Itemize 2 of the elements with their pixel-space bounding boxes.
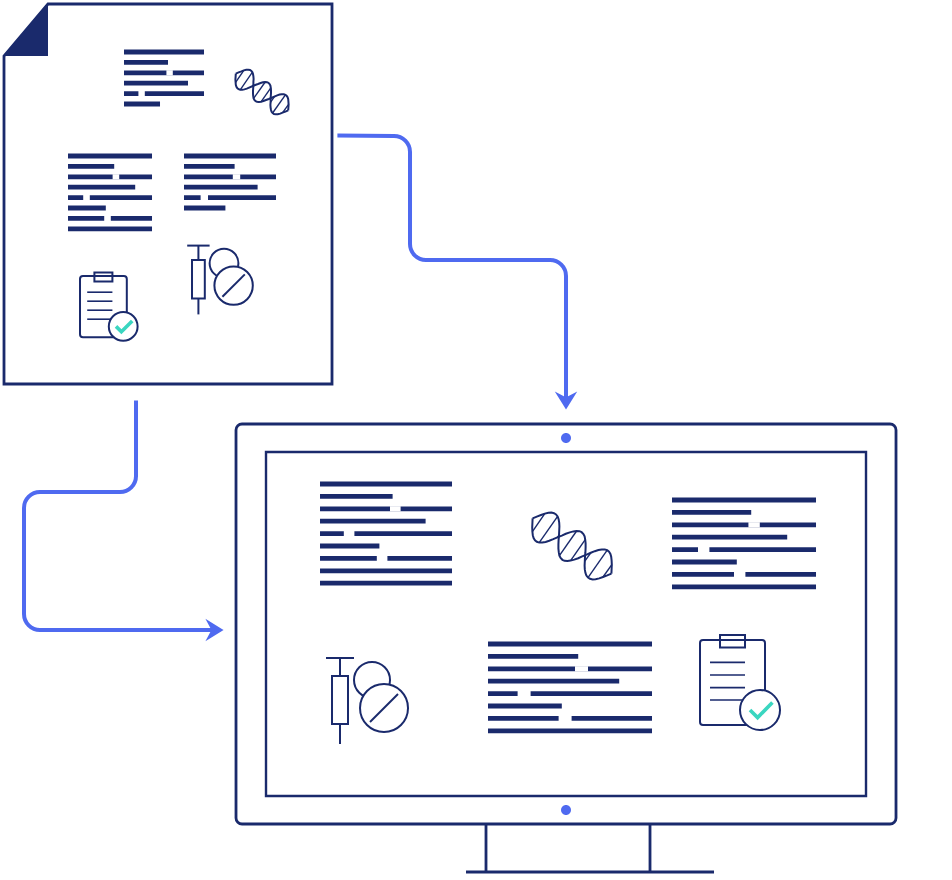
document-drawing: [2, 2, 334, 386]
monitor-drawing: [234, 422, 898, 874]
